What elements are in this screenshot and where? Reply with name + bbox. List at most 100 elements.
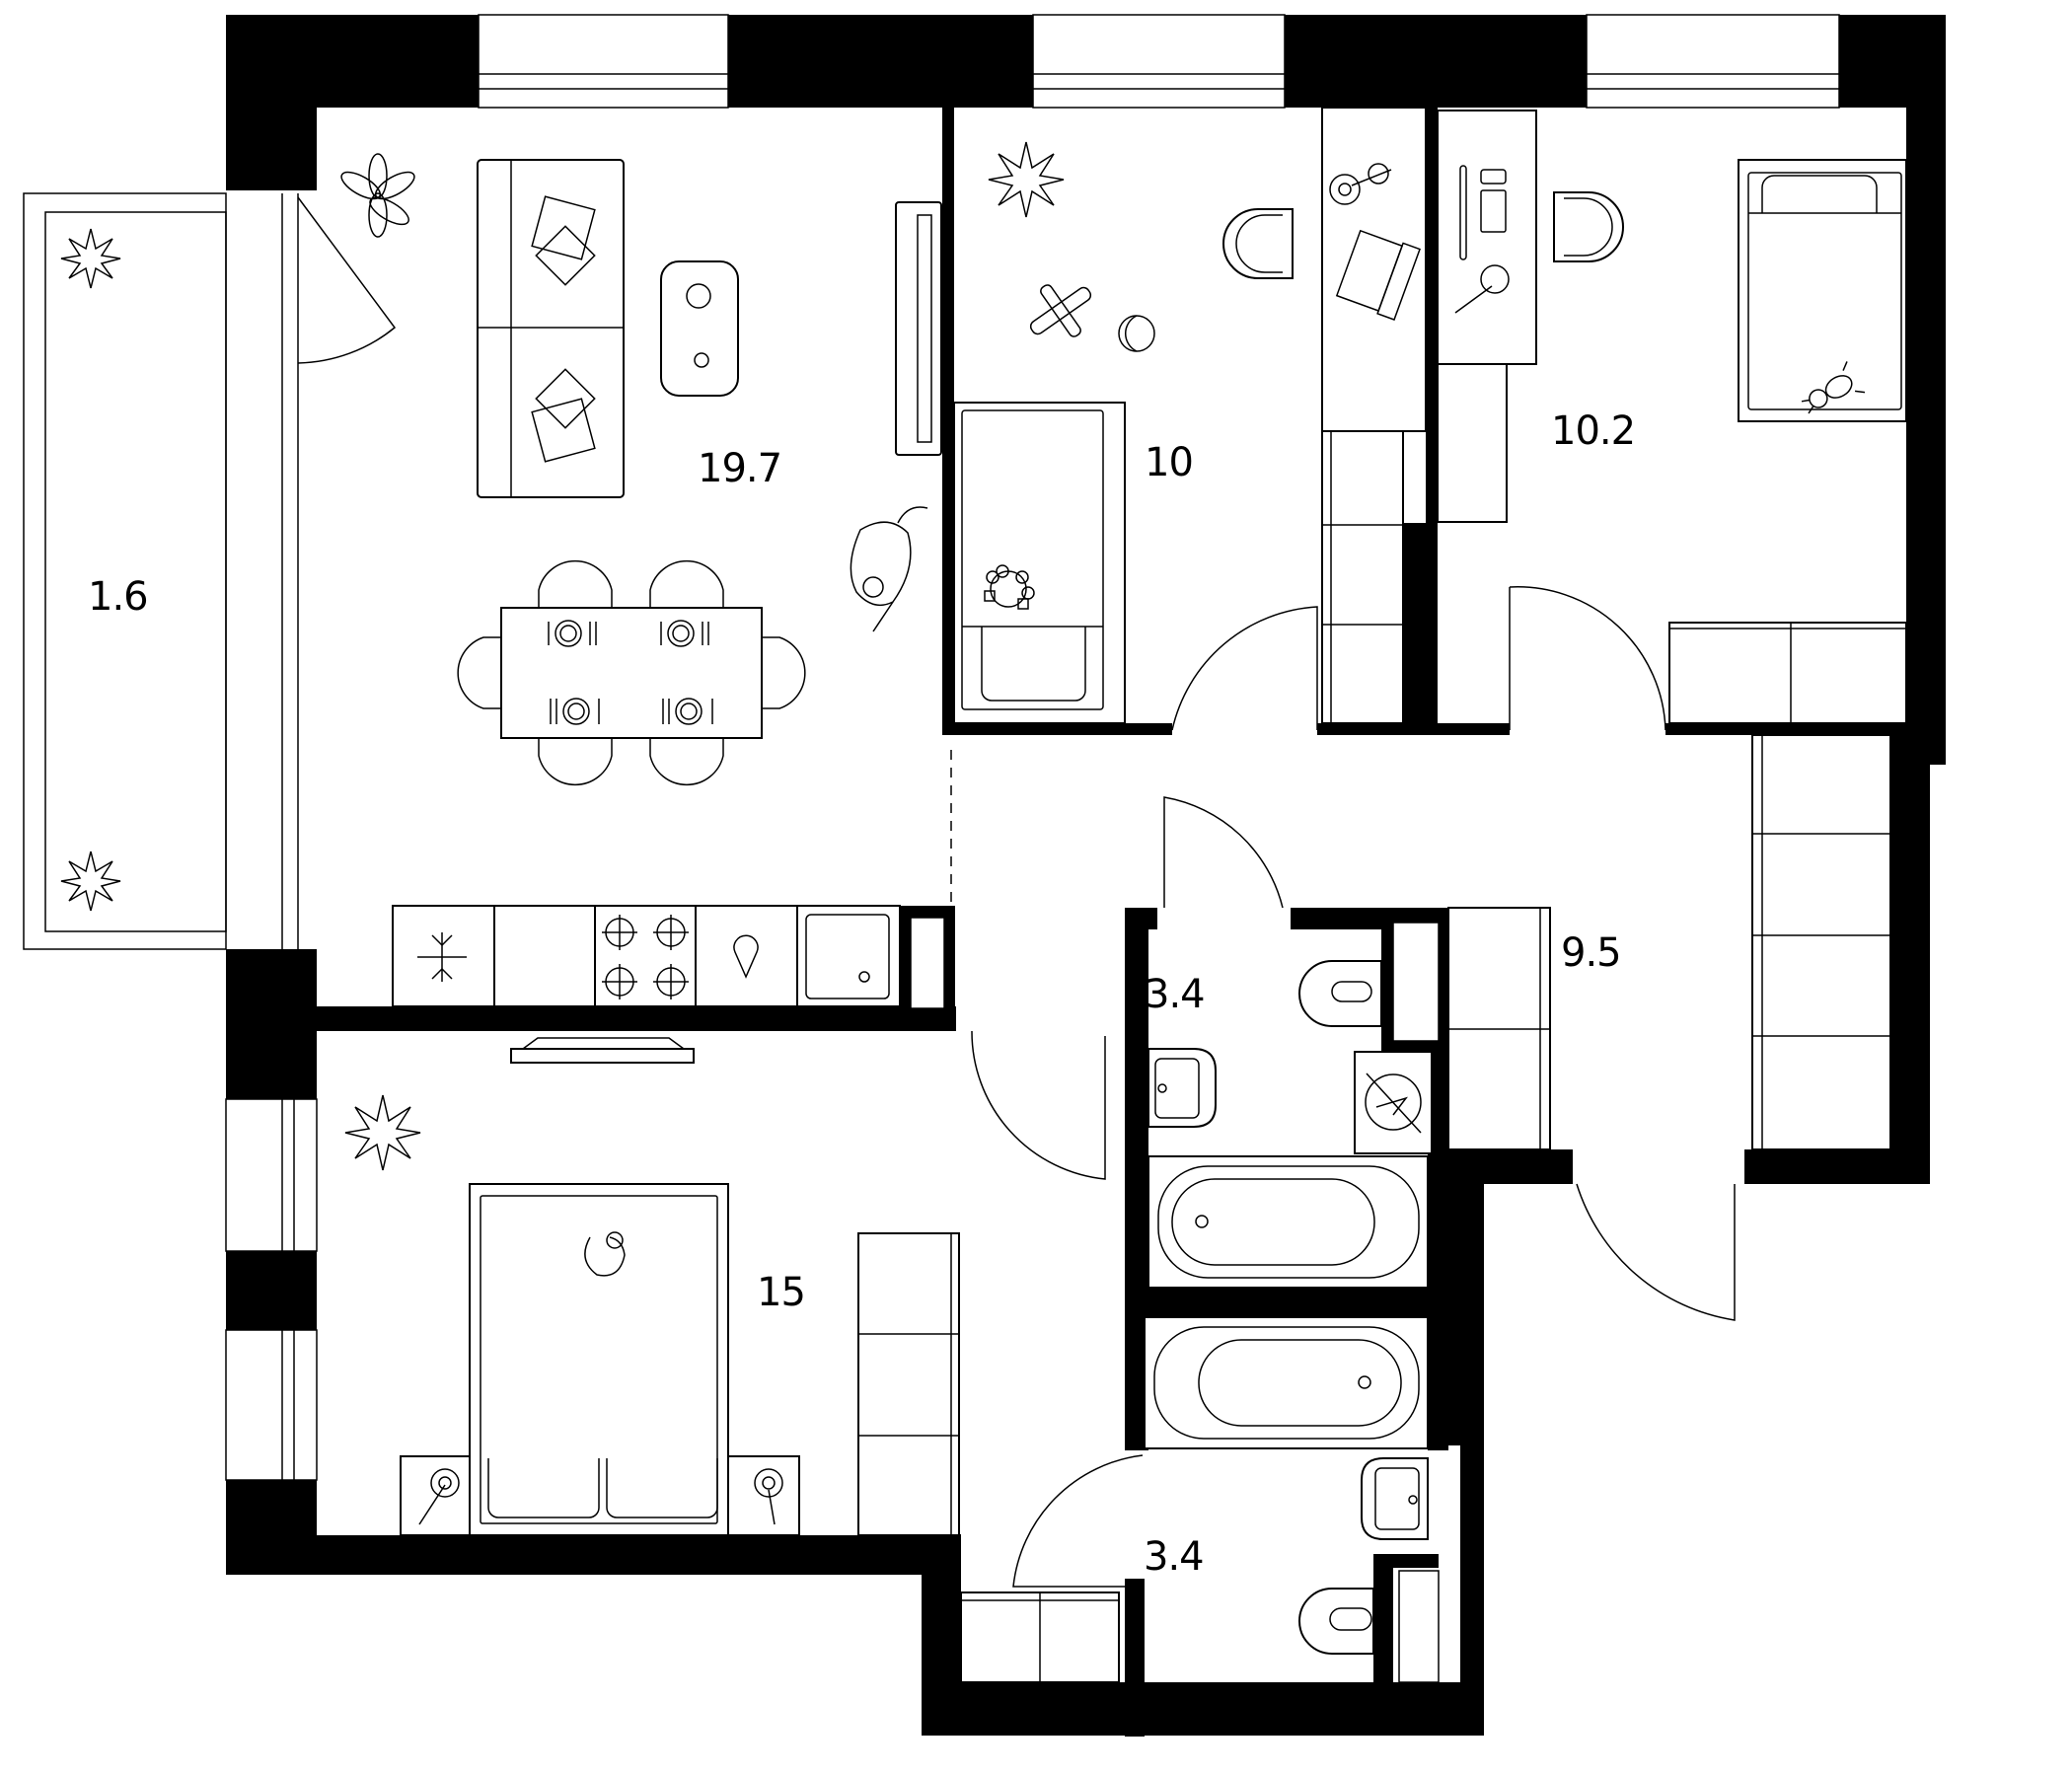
washing-machine-icon (1354, 1051, 1433, 1154)
plant-icon (60, 228, 121, 289)
shelf-icon (1437, 363, 1508, 523)
headphones-icon (686, 283, 711, 309)
shaft-lower (1398, 1570, 1440, 1683)
bed-icon (953, 402, 1126, 724)
toilet-icon (1298, 960, 1382, 1027)
teddy-bear-icon (1801, 361, 1866, 414)
area-label-balcony: 1.6 (88, 574, 149, 620)
wardrobe-icon (1668, 622, 1907, 724)
toilet-icon (1298, 1588, 1374, 1655)
balcony-inner (44, 211, 227, 932)
entrance-door[interactable] (1576, 1183, 1736, 1321)
wall-bath1-top-a (1125, 908, 1157, 929)
wall-shaft-lower (1373, 1554, 1393, 1682)
coffee-table (660, 260, 739, 397)
bathtub-icon (1144, 1316, 1429, 1449)
wall-kids-bottom-left (942, 723, 1172, 735)
washbasin-icon (1361, 1457, 1429, 1540)
wall-bed2-bottom-right (1665, 723, 1910, 735)
wall-living-bedroom (226, 1006, 956, 1031)
kids-room-door[interactable] (1171, 606, 1318, 731)
wall-bottom-bath (922, 1682, 1484, 1736)
dishwasher (695, 905, 798, 1007)
wall-bedroom-bottom (226, 1535, 961, 1575)
wall-top-mid2 (1285, 15, 1587, 108)
wall-left-bottom (226, 1480, 317, 1575)
window-kids (1032, 14, 1286, 109)
area-label-bathroom-1: 3.4 (1145, 972, 1206, 1017)
wall-left-pier (226, 1251, 317, 1330)
wall-top-left (226, 15, 479, 108)
wall-bed2-bottom-left (1438, 723, 1510, 735)
wall-bath2-left-upper (1125, 1317, 1145, 1450)
window-living (478, 14, 729, 109)
monitor-icon (1459, 165, 1467, 260)
balcony-door[interactable] (297, 196, 397, 364)
dining-table-icon (500, 607, 763, 739)
wall-shaft-lower-top (1373, 1554, 1439, 1568)
wall-kids-bed2-thick (1403, 523, 1438, 735)
lamp-icon (1329, 163, 1392, 205)
tv-icon (510, 1037, 695, 1064)
kitchen-counter (392, 905, 901, 1007)
window-bedroom-a (225, 1098, 318, 1252)
plant-icon (988, 141, 1065, 218)
area-label-living: 19.7 (698, 446, 782, 491)
mug-icon (694, 352, 709, 368)
cabinet (493, 905, 596, 1007)
plant-icon (340, 153, 415, 238)
drop-icon (733, 934, 759, 979)
bathtub-icon (1147, 1155, 1429, 1289)
fridge (392, 905, 495, 1007)
sofa-icon (477, 159, 625, 498)
wall-bath2-left-lower (1125, 1579, 1145, 1737)
doors[interactable] (297, 196, 1736, 1588)
plant-icon (344, 1094, 421, 1171)
walls (226, 15, 1946, 1737)
laptop-icon (1335, 229, 1421, 321)
lamp-icon (418, 1484, 446, 1525)
notebook-icon (1480, 189, 1507, 233)
balcony (23, 192, 227, 950)
wardrobe-icon (1321, 430, 1404, 724)
bedroom2-furniture (1437, 110, 1907, 724)
window-bedroom-b (225, 1329, 318, 1481)
bedroom2-door[interactable] (1509, 586, 1666, 731)
chair-icon (457, 559, 806, 786)
plant-icon (60, 851, 121, 912)
bathroom-2-furniture (960, 1316, 1429, 1683)
hallway-furniture (1447, 734, 1891, 1150)
bed-icon (1738, 159, 1907, 422)
snowflake-icon (417, 932, 467, 982)
bath1-door[interactable] (1163, 796, 1284, 909)
cat-icon (584, 1231, 626, 1277)
area-label-bathroom-2: 3.4 (1144, 1534, 1205, 1580)
wall-bath-right-lower (1460, 1386, 1484, 1736)
chair-icon (1222, 208, 1294, 279)
master-bedroom-furniture (344, 1037, 960, 1536)
shaft-upper (1392, 922, 1440, 1042)
bedroom-door[interactable] (971, 1030, 1106, 1180)
area-label-kids-room: 10 (1145, 440, 1194, 485)
wall-living-kids (942, 108, 954, 735)
wall-bath1-right (1428, 1046, 1448, 1450)
nightstand-left (400, 1455, 471, 1536)
living-furniture (340, 153, 942, 1007)
sink-icon (796, 905, 901, 1007)
nightstand-right (727, 1455, 800, 1536)
windows (225, 14, 1840, 1481)
bath2-door[interactable] (1012, 1454, 1144, 1588)
area-label-hallway: 9.5 (1561, 930, 1622, 976)
wall-bath-divider (1125, 1288, 1448, 1317)
wall-top-mid1 (728, 15, 1033, 108)
wardrobe-icon (857, 1232, 960, 1536)
keyboard-icon (1480, 169, 1507, 185)
toy-icon (984, 564, 1035, 610)
area-label-bedroom-2: 10.2 (1551, 408, 1636, 454)
ball-icon (1118, 315, 1155, 352)
balcony-outline (23, 192, 227, 950)
window-bedroom2 (1586, 14, 1840, 109)
lamp-icon (1480, 264, 1510, 294)
bathroom-1-furniture (1147, 960, 1433, 1289)
